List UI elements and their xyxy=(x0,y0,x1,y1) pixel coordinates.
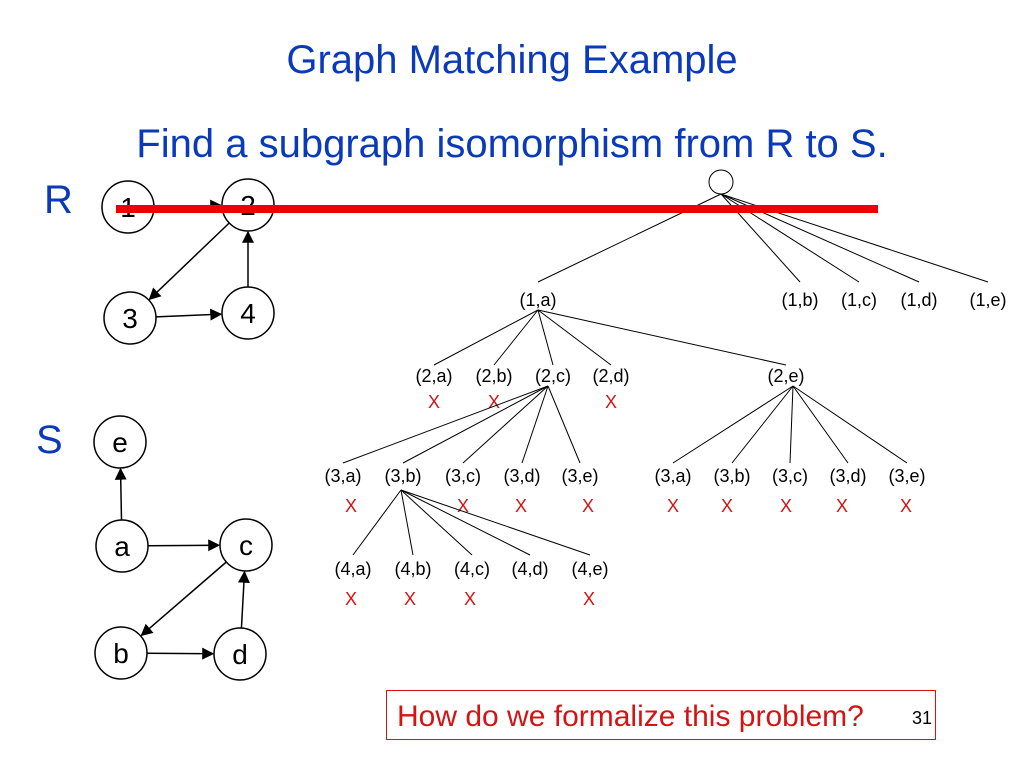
tree-edge-2e-(3,b) xyxy=(731,385,794,464)
tree-l1-(1,a): (1,a) xyxy=(519,290,556,310)
tree-l3-2c-(3,e): (3,e) xyxy=(561,466,598,486)
tree-l4-reject-(4,a): X xyxy=(345,589,357,609)
tree-edge-3b-(4,d) xyxy=(400,489,531,556)
tree-l2-(2,e): (2,e) xyxy=(767,366,804,386)
graph-r: 1234 xyxy=(101,178,275,345)
graph-s-node-a xyxy=(95,519,149,573)
graph-r-node-label-3: 3 xyxy=(122,303,138,334)
tree-l3-2e-reject-(3,e): X xyxy=(900,496,912,516)
graph-s-label: S xyxy=(36,418,63,462)
tree-l2-(2,b): (2,b) xyxy=(475,366,512,386)
tree-edge-2e-(3,a) xyxy=(672,385,794,464)
tree-edge-1a-(2,b) xyxy=(493,309,539,366)
graph-r-edge-2-3 xyxy=(148,222,230,301)
tree-l2-reject-(2,d): X xyxy=(605,392,617,412)
tree-l1-(1,e): (1,e) xyxy=(969,290,1006,310)
tree-l3-2c-reject-(3,c): X xyxy=(457,496,469,516)
tree-l3-2c-(3,d): (3,d) xyxy=(503,466,540,486)
tree-l2-(2,a): (2,a) xyxy=(415,366,452,386)
tree-l4-(4,e): (4,e) xyxy=(571,559,608,579)
tree-edge-2c-(3,b) xyxy=(402,385,549,464)
tree-edge-1a-(2,c) xyxy=(537,309,554,366)
graph-s-node-label-a: a xyxy=(114,531,130,562)
tree-l2-(2,d): (2,d) xyxy=(592,366,629,386)
page-number: 31 xyxy=(912,708,933,728)
graph-s-edge-c-b xyxy=(140,561,227,637)
tree-l1-(1,d): (1,d) xyxy=(900,290,937,310)
tree-edge-3b-(4,a) xyxy=(352,489,402,556)
tree-l2-(2,c): (2,c) xyxy=(535,366,571,386)
graph-s-node-b xyxy=(94,626,148,680)
tree-edge-3b-(4,c) xyxy=(400,489,473,556)
slide-subtitle: Find a subgraph isomorphism from R to S. xyxy=(136,122,888,166)
tree-l4-(4,d): (4,d) xyxy=(511,559,548,579)
graph-s-node-d xyxy=(213,627,267,681)
tree-edge-2c-(3,a) xyxy=(342,385,549,464)
tree-l3-2c-(3,b): (3,b) xyxy=(384,466,421,486)
tree-l1-(1,b): (1,b) xyxy=(781,290,818,310)
graph-s-edge-b-d xyxy=(146,647,215,660)
tree-l4-reject-(4,c): X xyxy=(464,589,476,609)
tree-l3-2e-reject-(3,b): X xyxy=(721,496,733,516)
tree-l1-(1,c): (1,c) xyxy=(841,290,877,310)
tree-edge-2c-(3,c) xyxy=(462,385,549,464)
search-tree: (1,a) (1,b) (1,c) (1,d) (1,e) (2,a) (2,b) (2,c)… xyxy=(324,169,1007,609)
tree-l3-2c-reject-(3,a): X xyxy=(345,496,357,516)
tree-l3-2e-(3,c): (3,c) xyxy=(772,466,808,486)
graph-r-label: R xyxy=(44,178,73,222)
tree-root-node xyxy=(708,169,734,195)
graph-s-node-e xyxy=(93,415,147,469)
highlight-bar xyxy=(116,205,878,213)
graph-s-node-label-e: e xyxy=(112,427,128,458)
tree-l2-reject-(2,a): X xyxy=(428,392,440,412)
tree-l3-2c-reject-(3,e): X xyxy=(582,496,594,516)
question-box: How do we formalize this problem? xyxy=(386,690,936,740)
graph-s-edge-a-c xyxy=(147,539,221,552)
question-text: How do we formalize this problem? xyxy=(397,700,864,733)
tree-l3-2c-(3,c): (3,c) xyxy=(445,466,481,486)
graph-r-node-label-4: 4 xyxy=(240,298,256,329)
tree-l3-2e-(3,a): (3,a) xyxy=(654,466,691,486)
graph-r-edge-3-4 xyxy=(155,308,223,321)
tree-l4-(4,b): (4,b) xyxy=(394,559,431,579)
graph-s-edge-d-c xyxy=(237,570,250,629)
tree-edge-2c-(3,e) xyxy=(547,385,581,464)
graph-s-node-label-d: d xyxy=(232,639,248,670)
graph-s-edge-a-e xyxy=(114,467,127,521)
tree-l3-2e-reject-(3,a): X xyxy=(667,496,679,516)
graph-s-node-label-b: b xyxy=(113,638,129,669)
tree-l3-2e-reject-(3,c): X xyxy=(780,496,792,516)
tree-edge-2e-(3,d) xyxy=(792,385,849,464)
tree-l2-reject-(2,b): X xyxy=(488,392,500,412)
tree-edge-2c-(3,d) xyxy=(521,385,549,464)
tree-l4-(4,c): (4,c) xyxy=(454,559,490,579)
tree-edge-3b-(4,e) xyxy=(400,489,591,556)
graph-s-node-label-c: c xyxy=(239,530,253,561)
tree-l3-2c-reject-(3,d): X xyxy=(515,496,527,516)
tree-l3-2e-(3,e): (3,e) xyxy=(888,466,925,486)
tree-edge-3b-(4,b) xyxy=(400,489,414,556)
tree-edge-2e-(3,e) xyxy=(792,385,908,464)
graph-s: e a c b d xyxy=(93,415,273,681)
tree-l4-(4,a): (4,a) xyxy=(334,559,371,579)
tree-edge-2e-(3,c) xyxy=(789,385,794,464)
tree-l3-2e-reject-(3,d): X xyxy=(836,496,848,516)
tree-l3-2e-(3,d): (3,d) xyxy=(829,466,866,486)
tree-l3-2c-(3,a): (3,a) xyxy=(324,466,361,486)
tree-edge-1a-(2,a) xyxy=(433,309,539,366)
tree-l4-reject-(4,e): X xyxy=(583,589,595,609)
slide-title: Graph Matching Example xyxy=(286,38,738,82)
tree-edge-1a-(2,d) xyxy=(537,309,612,366)
graph-r-node-3 xyxy=(103,291,157,345)
tree-l3-2e-(3,b): (3,b) xyxy=(713,466,750,486)
graph-s-node-c xyxy=(219,518,273,572)
graph-r-node-4 xyxy=(221,286,275,340)
tree-l4-reject-(4,b): X xyxy=(404,589,416,609)
tree-edge-1a-(2,e) xyxy=(537,309,787,366)
